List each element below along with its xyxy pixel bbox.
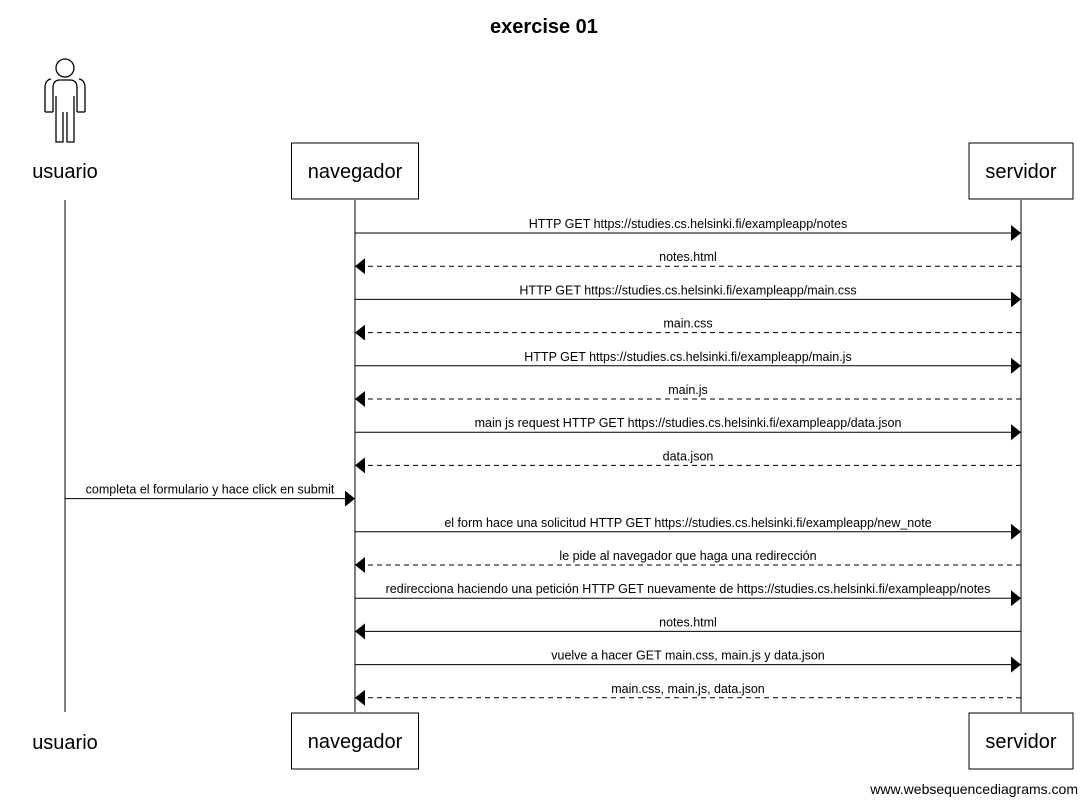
message-label: main.css bbox=[663, 317, 712, 331]
arrowhead bbox=[1011, 590, 1021, 607]
message-arrow: HTTP GET https://studies.cs.helsinki.fi/… bbox=[355, 217, 1021, 241]
arrowhead bbox=[345, 490, 355, 507]
message-label: le pide al navegador que haga una redire… bbox=[559, 549, 816, 563]
arrowhead bbox=[1011, 523, 1021, 540]
message-arrow: le pide al navegador que haga una redire… bbox=[355, 549, 1021, 573]
message-arrow: main js request HTTP GET https://studies… bbox=[355, 416, 1021, 441]
arrowhead bbox=[1011, 357, 1021, 374]
participants-layer: usuario usuario navegador navegador servidor… bbox=[32, 58, 1074, 770]
diagram-title: exercise 01 bbox=[490, 16, 598, 38]
arrowhead bbox=[355, 689, 365, 706]
message-label: el form hace una solicitud HTTP GET http… bbox=[444, 516, 931, 530]
messages-layer: HTTP GET https://studies.cs.helsinki.fi/… bbox=[65, 217, 1021, 706]
message-label: main.js bbox=[668, 383, 708, 397]
message-label: main js request HTTP GET https://studies… bbox=[475, 416, 902, 430]
arrowhead bbox=[1011, 291, 1021, 308]
participant-box-servidor-bottom bbox=[968, 712, 1074, 770]
message-arrow: el form hace una solicitud HTTP GET http… bbox=[355, 516, 1021, 540]
message-arrow: main.js bbox=[355, 383, 1021, 407]
arrowhead bbox=[355, 258, 365, 275]
message-label: data.json bbox=[663, 449, 714, 463]
arrowhead bbox=[355, 457, 365, 474]
message-label: HTTP GET https://studies.cs.helsinki.fi/… bbox=[519, 283, 856, 297]
arrowhead bbox=[355, 324, 365, 341]
message-label: vuelve a hacer GET main.css, main.js y d… bbox=[551, 649, 825, 663]
message-label: notes.html bbox=[659, 615, 717, 629]
message-arrow: HTTP GET https://studies.cs.helsinki.fi/… bbox=[355, 350, 1021, 374]
message-label: redirecciona haciendo una petición HTTP … bbox=[386, 582, 991, 596]
actor-icon bbox=[44, 58, 86, 143]
message-arrow: main.css, main.js, data.json bbox=[355, 682, 1021, 706]
participant-label-navegador-top: navegador bbox=[308, 161, 403, 183]
message-label: HTTP GET https://studies.cs.helsinki.fi/… bbox=[529, 217, 847, 231]
arrowhead bbox=[355, 623, 365, 640]
message-arrow: HTTP GET https://studies.cs.helsinki.fi/… bbox=[355, 283, 1021, 308]
message-arrow: notes.html bbox=[355, 615, 1021, 640]
message-arrow: main.css bbox=[355, 317, 1021, 341]
arrowhead bbox=[1011, 656, 1021, 673]
message-label: completa el formulario y hace click en s… bbox=[86, 483, 335, 497]
participant-box-navegador-top bbox=[291, 142, 419, 200]
participant-label-usuario-bottom: usuario bbox=[32, 732, 98, 754]
message-arrow: data.json bbox=[355, 449, 1021, 474]
arrowhead bbox=[355, 391, 365, 407]
message-arrow: redirecciona haciendo una petición HTTP … bbox=[355, 582, 1021, 607]
message-label: main.css, main.js, data.json bbox=[611, 682, 765, 696]
arrowhead bbox=[355, 557, 365, 573]
participant-label-servidor-top: servidor bbox=[985, 161, 1056, 183]
message-arrow: notes.html bbox=[355, 250, 1021, 275]
message-arrow: vuelve a hacer GET main.css, main.js y d… bbox=[355, 649, 1021, 673]
message-arrow: completa el formulario y hace click en s… bbox=[65, 483, 355, 507]
message-label: notes.html bbox=[659, 250, 717, 264]
participant-label-navegador-bottom: navegador bbox=[308, 731, 403, 753]
watermark: www.websequencediagrams.com bbox=[869, 781, 1078, 797]
participant-label-usuario-top: usuario bbox=[32, 161, 98, 183]
participant-box-navegador-bottom bbox=[291, 712, 419, 770]
arrowhead bbox=[1011, 424, 1021, 441]
message-label: HTTP GET https://studies.cs.helsinki.fi/… bbox=[524, 350, 851, 364]
participant-box-servidor-top bbox=[968, 142, 1074, 200]
arrowhead bbox=[1011, 225, 1021, 241]
participant-label-servidor-bottom: servidor bbox=[985, 731, 1056, 753]
